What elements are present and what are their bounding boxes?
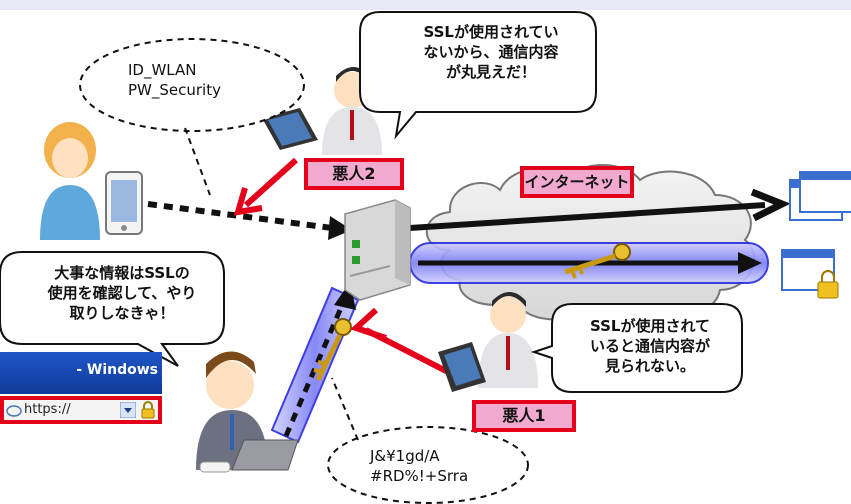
id-pw-thought-bubble: [79, 38, 305, 196]
pw-text: PW_Security: [128, 81, 221, 99]
user-speech-bubble: [0, 251, 225, 367]
dropdown-icon: [120, 402, 136, 418]
attacker1-message-line: いると通信内容が: [589, 337, 710, 355]
browser-title: - Windows: [76, 362, 158, 378]
encrypted-thought-bubble: [327, 377, 529, 504]
id-pw-text: ID_WLAN PW_Security: [128, 60, 278, 100]
attacker2-speech-bubble: [359, 11, 597, 140]
internet-arrow: [409, 188, 791, 231]
secure-window-icon: [781, 249, 839, 299]
attacker2-message-line: SSLが使用されてい: [423, 23, 559, 41]
web-window-icon: [789, 171, 851, 221]
woman-user-icon: [40, 122, 100, 240]
attacker1-figure: [438, 292, 538, 392]
user-message-line: 大事な情報はSSLの: [54, 264, 190, 282]
attacker2-figure: [262, 67, 382, 155]
attacker2-message-line: ないから、通信内容: [423, 43, 559, 61]
smartphone-icon: [105, 171, 143, 235]
lock-icon: [141, 401, 155, 419]
attacker1-message: SSLが使用されて いると通信内容が 見られない。: [560, 316, 740, 376]
attacker2-label: 悪人2: [304, 158, 404, 190]
intercept-arrow-attacker2: [233, 157, 299, 216]
user-message-line: 使用を確認して、やり: [47, 284, 197, 302]
internet-label: インターネット: [520, 166, 634, 198]
intercept-arrow-attacker1: [350, 307, 450, 375]
attacker1-speech-bubble: [530, 303, 743, 393]
attacker2-message-line: が丸見えだ！: [445, 63, 536, 81]
user-message-line: 取りしなきゃ！: [69, 304, 175, 322]
attacker1-message-line: SSLが使用されて: [589, 317, 711, 335]
encrypted-text-line: #RD%!+Srra: [370, 467, 469, 485]
user-message: 大事な情報はSSLの 使用を確認して、やり 取りしなきゃ！: [20, 263, 224, 323]
browser-url: https://: [24, 402, 71, 417]
attacker1-label: 悪人1: [472, 400, 576, 432]
browser-title-bar: - Windows: [0, 352, 162, 394]
ssl-tunnel-diagonal: [270, 282, 360, 444]
page-icon: [6, 405, 22, 417]
header-strip: [0, 0, 851, 10]
server-icon: [344, 199, 411, 301]
attacker2-message: SSLが使用されてい ないから、通信内容 が丸見えだ！: [386, 22, 596, 82]
encrypted-text: J&¥1gd/A #RD%!+Srra: [370, 446, 510, 486]
key-icon: [313, 318, 352, 382]
man-user-icon: [196, 351, 299, 473]
browser-address-bar: https://: [0, 396, 162, 424]
encrypted-text-line: J&¥1gd/A: [370, 447, 440, 465]
unencrypted-arrow: [147, 201, 352, 240]
id-text: ID_WLAN: [128, 61, 197, 79]
key-icon: [564, 243, 631, 279]
attacker1-message-line: 見られない。: [604, 357, 695, 375]
